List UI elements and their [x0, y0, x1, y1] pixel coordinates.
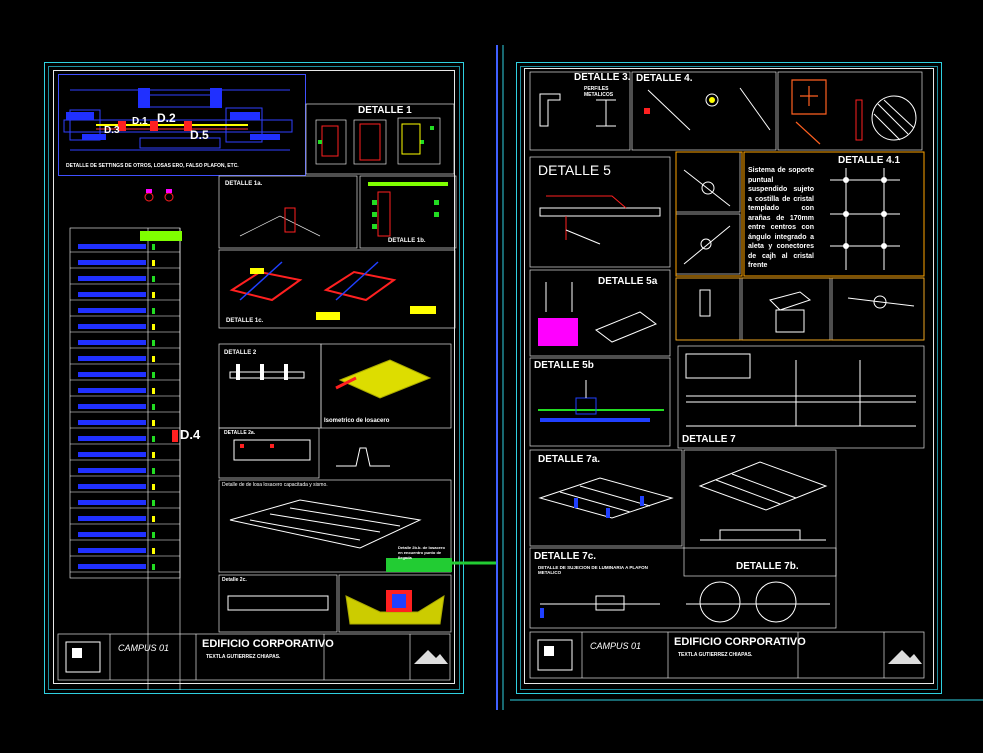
right-project-title: EDIFICIO CORPORATIVO	[674, 636, 806, 648]
detalle-1-title: DETALLE 1	[358, 105, 412, 116]
floor-band	[78, 244, 146, 249]
left-campus-label: CAMPUS 01	[118, 643, 170, 653]
floor-band	[78, 468, 146, 473]
floor-marker	[152, 420, 155, 426]
detail-label-d2: D.2	[157, 111, 176, 125]
detail-label-d5: D.5	[190, 128, 209, 142]
right-sheet	[516, 62, 942, 694]
floor-marker	[152, 356, 155, 362]
floor-marker	[152, 260, 155, 266]
floor-marker	[152, 500, 155, 506]
detalle-41-title: DETALLE 4.1	[838, 155, 901, 166]
detalle-7b-title: DETALLE 7b.	[736, 561, 799, 572]
detalle-7-title: DETALLE 7	[682, 434, 736, 445]
floor-band	[78, 388, 146, 393]
detalle-7c-note: DETALLE DE SUJECION DE LUMINARIA A PLAFO…	[538, 565, 648, 575]
floor-band	[78, 436, 146, 441]
floor-band	[78, 452, 146, 457]
green-note: Detalle 2b.b. de losacero en encuentro p…	[398, 545, 445, 560]
floor-band	[78, 420, 146, 425]
floor-marker	[152, 516, 155, 522]
detalle-5b-title: DETALLE 5b	[534, 360, 594, 371]
detail-label-d4: D.4	[180, 427, 201, 442]
facade-detail-box	[58, 74, 306, 176]
floor-band	[78, 484, 146, 489]
detalle-1a-title: DETALLE 1a.	[225, 181, 263, 187]
detalle-1b-title: DETALLE 1b.	[388, 238, 426, 244]
detalle-41-description: Sistema de soporte puntual suspendido su…	[748, 167, 814, 269]
floor-band	[78, 324, 146, 329]
right-project-subtitle: TEXTLA GUTIERREZ CHIAPAS.	[678, 652, 753, 658]
floor-band	[78, 292, 146, 297]
floor-marker	[152, 292, 155, 298]
floor-band	[78, 516, 146, 521]
floor-marker	[152, 564, 155, 570]
detalle-1c-title: DETALLE 1c.	[226, 318, 264, 324]
detail-label-d1: D.1	[132, 116, 148, 127]
floor-band	[78, 340, 146, 345]
floor-marker	[152, 388, 155, 394]
floor-marker	[152, 308, 155, 314]
right-campus-label: CAMPUS 01	[590, 641, 642, 651]
right-inner-frame	[524, 68, 934, 684]
floor-marker	[152, 340, 155, 346]
floor-marker	[152, 372, 155, 378]
floor-marker	[152, 468, 155, 474]
detail-label-d3: D.3	[104, 125, 120, 136]
perfiles-title: PERFILES METALICOS	[584, 86, 614, 98]
facade-caption: DETALLE DE SETTINGS DE OTROS, LOSAS ERO,…	[66, 163, 239, 169]
left-project-title: EDIFICIO CORPORATIVO	[202, 638, 334, 650]
floor-marker	[152, 548, 155, 554]
detalle-5a-title: DETALLE 5a	[598, 276, 658, 287]
isometrico-title: Isometrico de losacero	[324, 418, 390, 424]
detalle-2c-title: Detalle 2c.	[222, 577, 247, 583]
detalle-5-title: DETALLE 5	[538, 162, 611, 178]
floor-band	[78, 500, 146, 505]
floor-band	[78, 564, 146, 569]
floor-band	[78, 356, 146, 361]
left-sheet	[44, 62, 464, 694]
floor-band	[78, 276, 146, 281]
floor-band	[78, 308, 146, 313]
floor-marker	[152, 276, 155, 282]
detalle-7c-title: DETALLE 7c.	[534, 551, 597, 562]
floor-marker	[152, 532, 155, 538]
floor-band	[78, 548, 146, 553]
floor-marker	[152, 404, 155, 410]
detalle-2-title: DETALLE 2	[224, 350, 257, 356]
detalle-3-title: DETALLE 3.	[574, 72, 631, 83]
floor-band	[78, 404, 146, 409]
floor-band	[78, 532, 146, 537]
floor-marker	[152, 436, 155, 442]
floor-marker	[152, 452, 155, 458]
detalle-2a-title: DETALLE 2a.	[224, 430, 256, 436]
floor-marker	[152, 484, 155, 490]
floor-band	[78, 260, 146, 265]
floor-marker	[152, 244, 155, 250]
left-inner-frame	[53, 70, 455, 684]
detalle-7a-title: DETALLE 7a.	[538, 454, 601, 465]
left-project-subtitle: TEXTLA GUTIERREZ CHIAPAS.	[206, 654, 281, 660]
detalle-4-title: DETALLE 4.	[636, 73, 693, 84]
detalle-2b-note: Detalle de de losa losacero capacitada y…	[222, 482, 328, 488]
floor-marker	[152, 324, 155, 330]
floor-band	[78, 372, 146, 377]
